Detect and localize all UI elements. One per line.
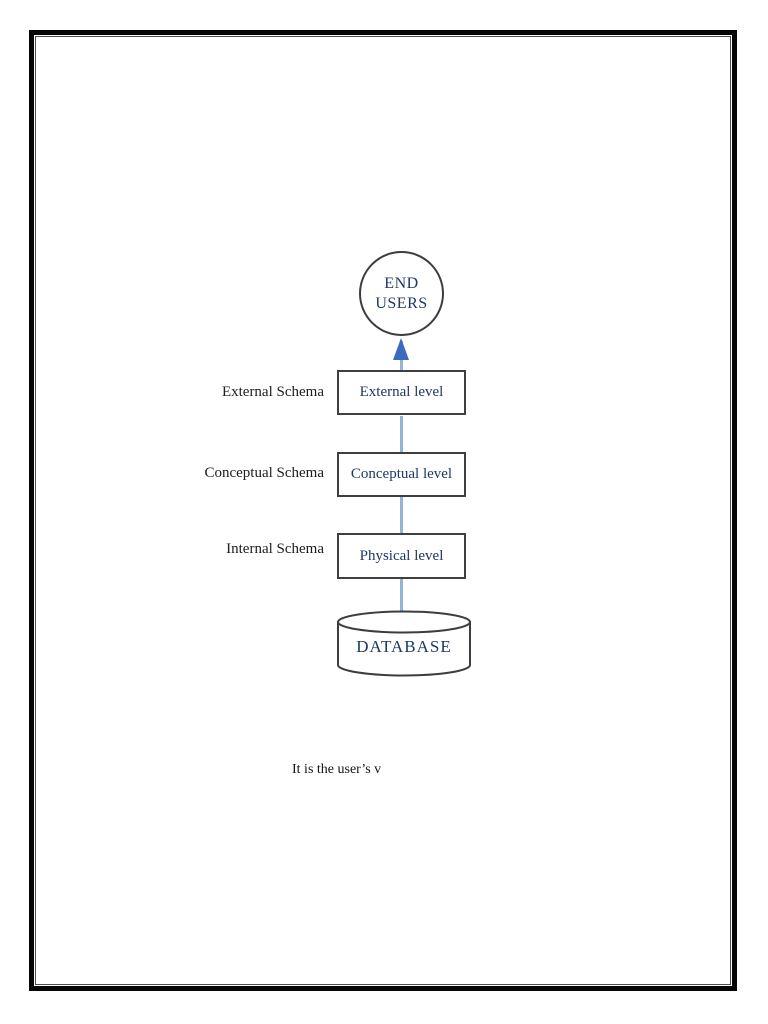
database-label: DATABASE (356, 637, 451, 656)
physical-level-label: Physical level (359, 547, 444, 564)
up-arrow-icon (393, 338, 409, 360)
page-border (29, 30, 737, 991)
conceptual-level-label: Conceptual level (350, 466, 453, 482)
conceptual-level-box: Conceptual level (337, 452, 466, 497)
page-border-inner-line (35, 36, 731, 985)
external-level-box: External level (337, 370, 466, 415)
end-users-node: END USERS (359, 251, 444, 336)
connector-line-conceptual-physical (400, 497, 403, 533)
end-users-label: END USERS (375, 274, 428, 312)
internal-schema-label: Internal Schema (226, 541, 324, 557)
connector-line-external-conceptual (400, 416, 403, 452)
conceptual-schema-label: Conceptual Schema (204, 465, 324, 481)
external-level-label: External level (359, 384, 444, 400)
cylinder-body (337, 622, 471, 677)
cylinder-top (337, 610, 471, 634)
connector-line-physical-database (400, 579, 403, 615)
physical-level-box: Physical level (337, 533, 466, 579)
database-cylinder: DATABASE (337, 610, 471, 677)
external-schema-label: External Schema (221, 384, 324, 400)
body-text-paragraph: It is the user’s v (292, 762, 382, 777)
